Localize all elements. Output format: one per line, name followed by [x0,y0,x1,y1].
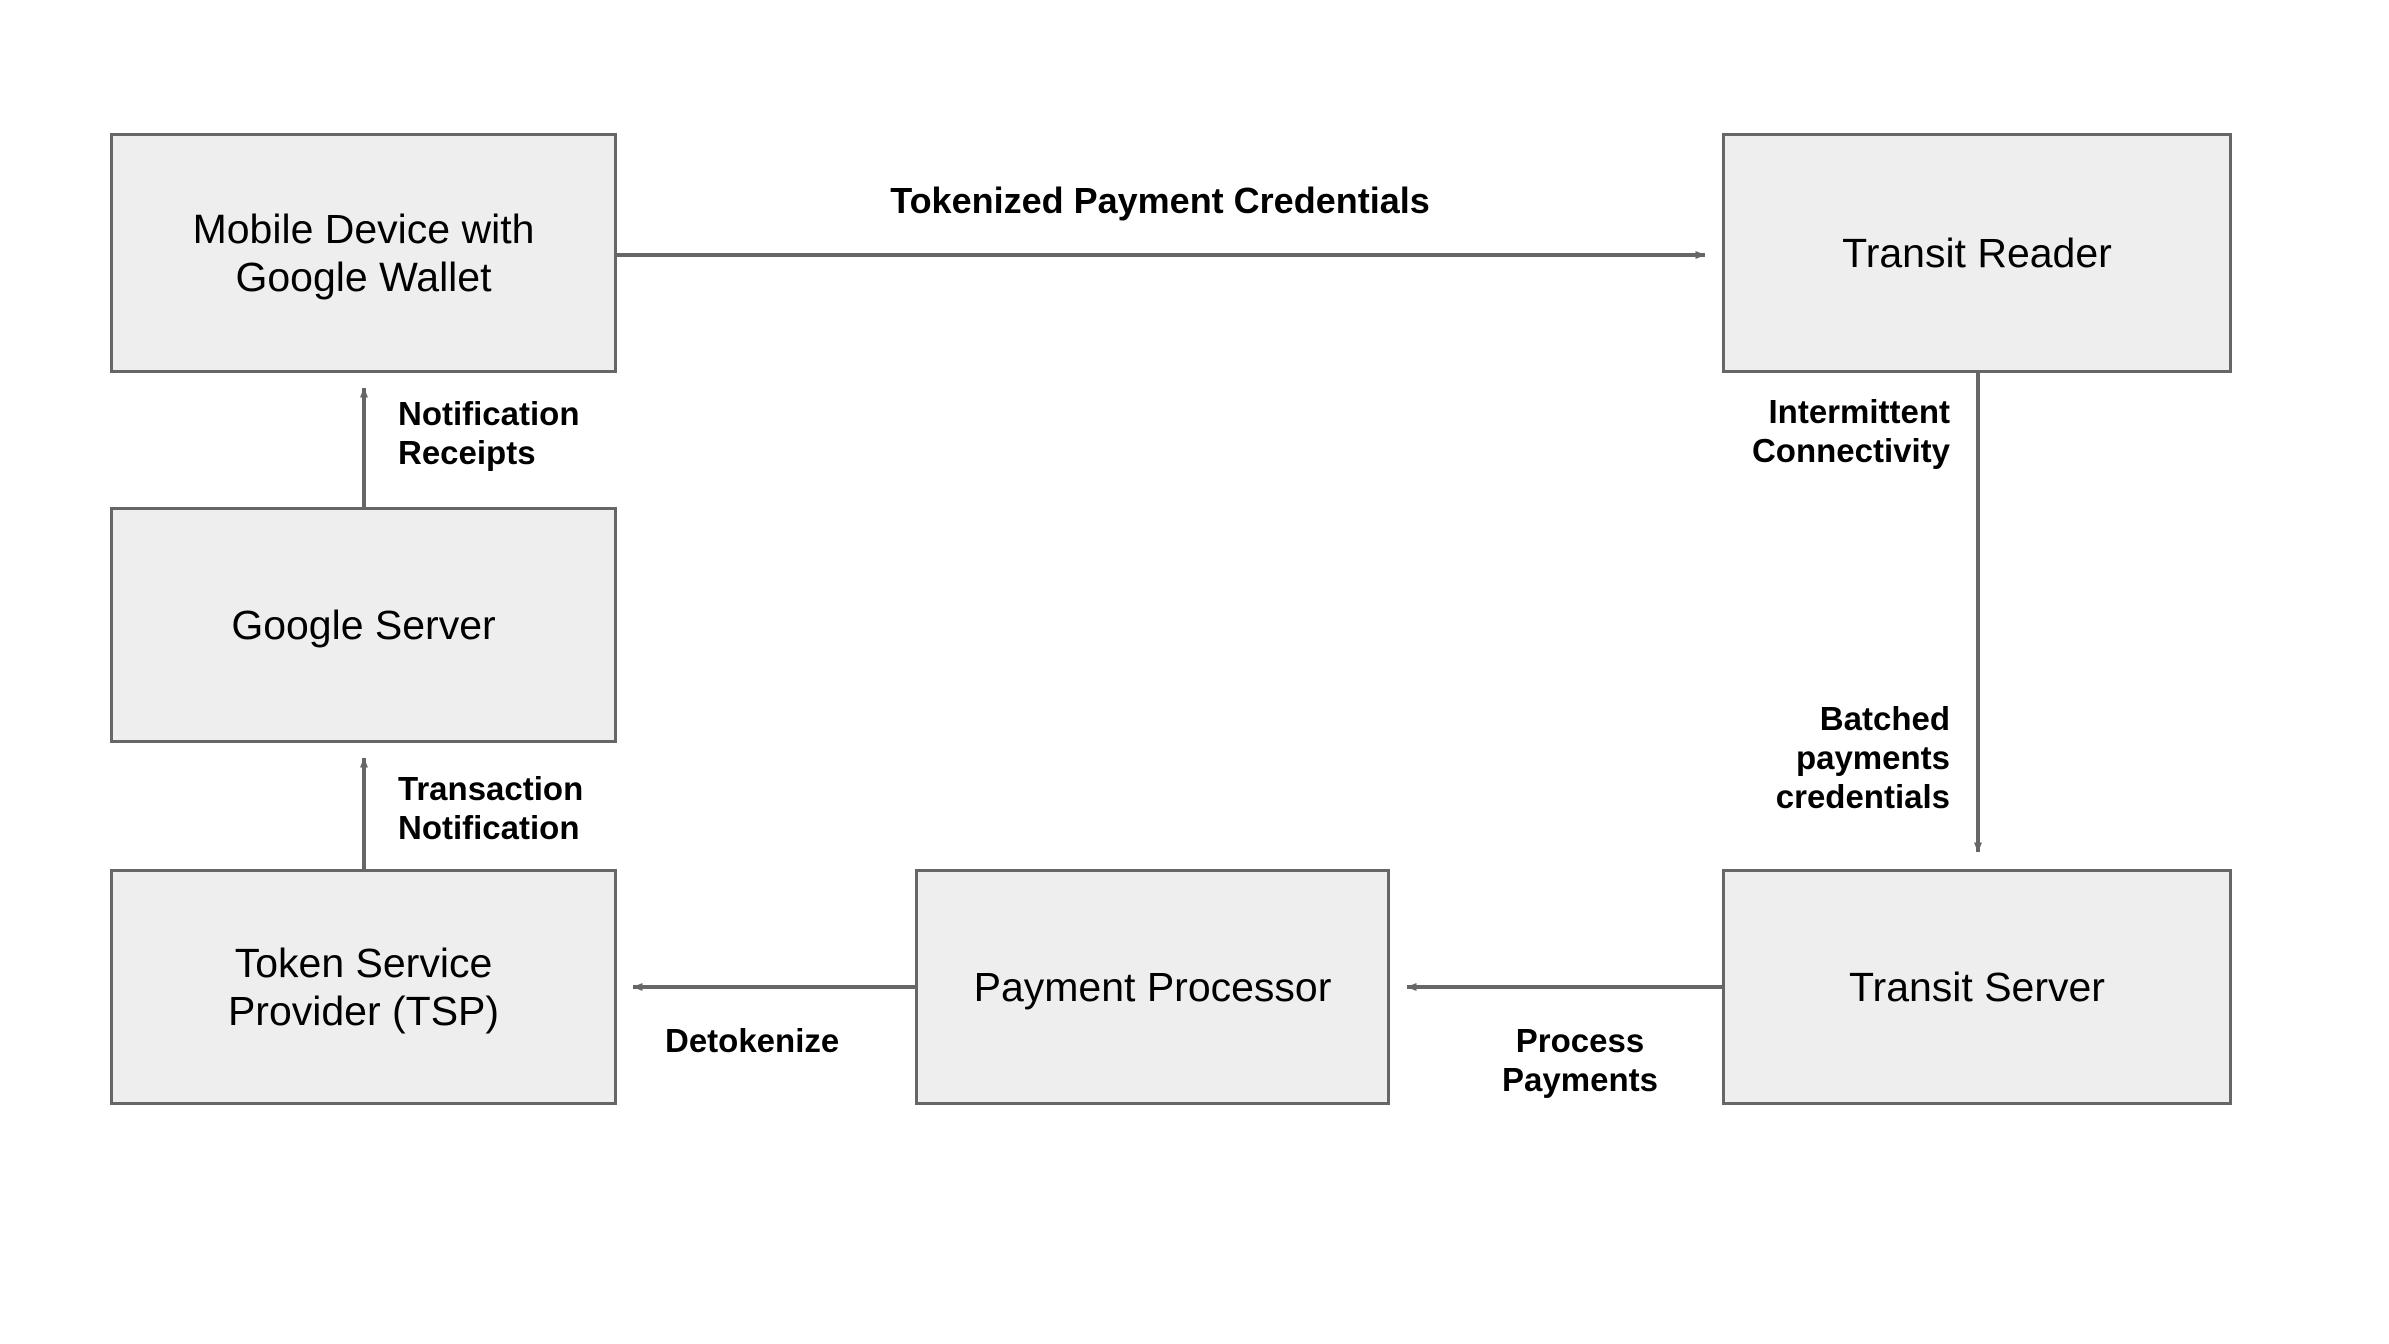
node-transit-reader-label: Transit Reader [1842,229,2112,276]
node-payment-processor[interactable]: Payment Processor [915,869,1390,1105]
edge-label-transaction-notification: Transaction Notification [398,770,584,846]
node-mobile-device-label: Mobile Device with Google Wallet [192,205,535,300]
edge-label-batched-payments-credentials: Batched payments credentials [1775,700,1950,815]
node-token-service-provider-label: Token Service Provider (TSP) [227,939,500,1034]
edge-label-process-payments: Process Payments [1502,1022,1658,1098]
edge-label-intermittent-connectivity: Intermittent Connectivity [1751,393,1950,469]
node-mobile-device[interactable]: Mobile Device with Google Wallet [110,133,617,373]
edge-label-detokenize: Detokenize [665,1022,840,1059]
edge-label-tokenized-payment-credentials: Tokenized Payment Credentials [890,180,1430,221]
node-google-server-label: Google Server [231,601,496,648]
node-transit-reader[interactable]: Transit Reader [1722,133,2232,373]
edge-label-notification-receipts: Notification Receipts [398,395,580,471]
node-transit-server[interactable]: Transit Server [1722,869,2232,1105]
node-payment-processor-label: Payment Processor [973,963,1332,1010]
node-transit-server-label: Transit Server [1849,963,2105,1010]
node-google-server[interactable]: Google Server [110,507,617,743]
node-token-service-provider[interactable]: Token Service Provider (TSP) [110,869,617,1105]
